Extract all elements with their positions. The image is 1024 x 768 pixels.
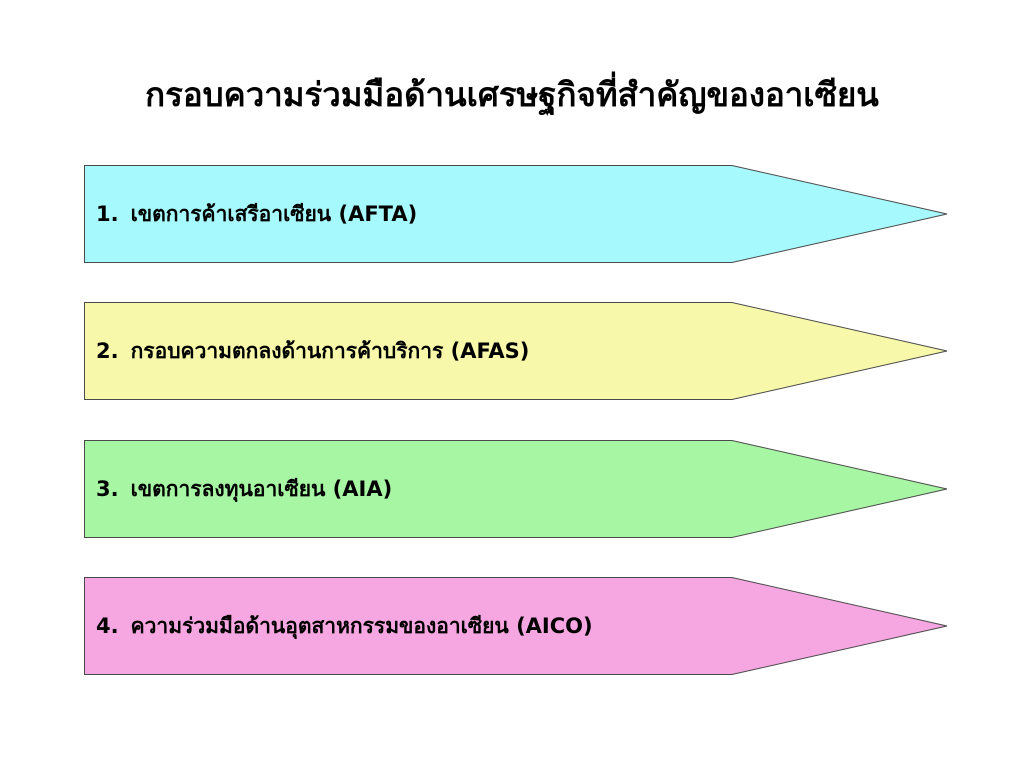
- arrow-number-2: 2.: [96, 339, 119, 363]
- arrow-text-4: ความร่วมมือด้านอุตสาหกรรมของอาเซียน (AIC…: [130, 614, 593, 638]
- arrow-label-1: 1. เขตการค้าเสรีอาเซียน (AFTA): [96, 165, 417, 263]
- arrow-label-2: 2. กรอบความตกลงด้านการค้าบริการ (AFAS): [96, 302, 529, 400]
- arrow-label-4: 4. ความร่วมมือด้านอุตสาหกรรมของอาเซียน (A…: [96, 577, 593, 675]
- arrow-shape-4: [84, 577, 948, 675]
- arrow-number-4: 4.: [96, 614, 119, 638]
- arrow-fill-2: [84, 302, 948, 400]
- arrow-label-3: 3. เขตการลงทุนอาเซียน (AIA): [96, 440, 392, 538]
- arrow-text-3: เขตการลงทุนอาเซียน (AIA): [130, 477, 393, 501]
- arrow-fill-4: [84, 577, 948, 675]
- slide-title: กรอบความร่วมมือด้านเศรษฐกิจที่สำคัญของอา…: [145, 75, 879, 114]
- arrow-text-1: เขตการค้าเสรีอาเซียน (AFTA): [130, 202, 418, 226]
- arrow-shape-2: [84, 302, 948, 400]
- arrow-item-1: 1. เขตการค้าเสรีอาเซียน (AFTA): [84, 165, 948, 263]
- arrow-number-1: 1.: [96, 202, 119, 226]
- arrow-shape-3: [84, 440, 948, 538]
- arrow-number-3: 3.: [96, 477, 119, 501]
- arrow-fill-1: [84, 165, 948, 263]
- arrow-fill-3: [84, 440, 948, 538]
- arrow-shape-1: [84, 165, 948, 263]
- arrow-item-3: 3. เขตการลงทุนอาเซียน (AIA): [84, 440, 948, 538]
- arrow-item-4: 4. ความร่วมมือด้านอุตสาหกรรมของอาเซียน (A…: [84, 577, 948, 675]
- arrow-item-2: 2. กรอบความตกลงด้านการค้าบริการ (AFAS): [84, 302, 948, 400]
- arrow-text-2: กรอบความตกลงด้านการค้าบริการ (AFAS): [130, 339, 530, 363]
